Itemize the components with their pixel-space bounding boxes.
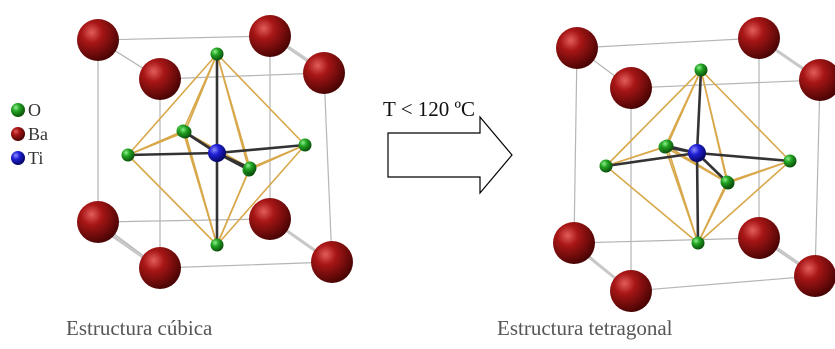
octahedron-edge xyxy=(216,53,306,146)
titanium-atom xyxy=(208,144,226,162)
tetragonal-back-atoms xyxy=(556,17,780,69)
cubic-front-atoms xyxy=(77,47,353,289)
ti-o-bond xyxy=(695,68,703,155)
barium-atom xyxy=(556,27,598,69)
oxygen-atom xyxy=(694,63,708,77)
octahedron-edge xyxy=(127,154,218,246)
oxygen-atom xyxy=(298,138,312,152)
titanium-atom xyxy=(688,144,706,162)
oxygen-atom xyxy=(691,236,705,250)
caption-cubic: Estructura cúbica xyxy=(66,316,213,340)
barium-atom xyxy=(738,217,780,259)
ti-o-bond xyxy=(604,151,699,168)
cell-edge xyxy=(576,37,760,49)
octahedron-edge xyxy=(727,160,791,184)
ti-o-bond xyxy=(695,151,700,245)
legend-item-oxygen: O xyxy=(10,98,48,122)
cell-edge xyxy=(573,237,760,244)
octahedron-edge xyxy=(697,182,729,244)
octahedron-edge xyxy=(605,146,666,167)
cell-edge xyxy=(630,79,821,89)
octahedron-edge xyxy=(664,146,699,244)
caption-tetragonal: Estructura tetragonal xyxy=(497,316,673,340)
octahedron-edge xyxy=(127,130,184,156)
ti-o-bond xyxy=(695,151,792,163)
barium-atom xyxy=(794,255,835,297)
legend-label-titanium: Ti xyxy=(28,147,44,168)
barium-atom xyxy=(139,247,181,289)
cell-edge xyxy=(323,72,333,263)
octahedron-edge xyxy=(216,169,250,246)
legend-label-barium: Ba xyxy=(28,123,48,144)
ti-o-bond xyxy=(215,143,307,155)
barium-atom xyxy=(799,59,835,101)
octahedron-edge xyxy=(182,53,218,132)
legend-item-titanium: Ti xyxy=(10,146,48,170)
barium-atom xyxy=(610,67,652,109)
barium-atom xyxy=(311,241,353,283)
legend-label-oxygen: O xyxy=(28,99,41,120)
cell-edge xyxy=(97,35,271,41)
cell-edge xyxy=(630,275,816,292)
oxygen-atom xyxy=(783,154,797,168)
barium-atom xyxy=(139,58,181,100)
cell-edge xyxy=(573,47,578,244)
transition-label: T < 120 ºC xyxy=(383,97,476,121)
oxygen-atom xyxy=(243,161,257,175)
octahedron-edge xyxy=(127,53,218,156)
cell-edge xyxy=(97,218,271,223)
atom-legend: O Ba Ti xyxy=(10,98,48,170)
oxygen-atom xyxy=(599,159,613,173)
cell-edge xyxy=(814,79,821,277)
barium-swatch-icon xyxy=(11,127,25,141)
oxygen-atom xyxy=(660,139,674,153)
transition-arrow xyxy=(387,115,513,195)
ti-o-bond xyxy=(126,151,219,157)
cubic-unit-cell xyxy=(77,15,353,289)
octahedron-edge xyxy=(605,165,699,244)
oxygen-atom xyxy=(210,47,224,61)
octahedron-edge xyxy=(700,69,729,184)
barium-atom xyxy=(249,15,291,57)
barium-atom xyxy=(77,19,119,61)
tetragonal-octahedron-bonds xyxy=(604,68,792,245)
octahedron-edge xyxy=(605,69,702,167)
octahedron-edge xyxy=(248,144,306,171)
tetragonal-unit-cell xyxy=(553,17,835,312)
cubic-back-atoms xyxy=(77,15,291,61)
oxygen-atom xyxy=(720,175,734,189)
oxygen-atom xyxy=(121,148,135,162)
cell-edge xyxy=(159,72,325,80)
barium-atom xyxy=(77,201,119,243)
titanium-swatch-icon xyxy=(11,151,25,165)
oxygen-atom xyxy=(178,125,192,139)
octahedron-edge xyxy=(664,69,702,148)
barium-atom xyxy=(303,52,345,94)
cell-edge xyxy=(159,261,333,269)
barium-atom xyxy=(249,198,291,240)
barium-atom xyxy=(738,17,780,59)
barium-atom xyxy=(553,222,595,264)
octahedron-edge xyxy=(182,130,218,246)
legend-item-barium: Ba xyxy=(10,122,48,146)
tetragonal-front-atoms xyxy=(553,59,835,312)
octahedron-edge xyxy=(697,160,791,244)
oxygen-swatch-icon xyxy=(11,103,25,117)
oxygen-atom xyxy=(210,238,224,252)
octahedron-edge xyxy=(216,144,306,246)
octahedron-edge xyxy=(700,69,791,162)
barium-atom xyxy=(610,270,652,312)
